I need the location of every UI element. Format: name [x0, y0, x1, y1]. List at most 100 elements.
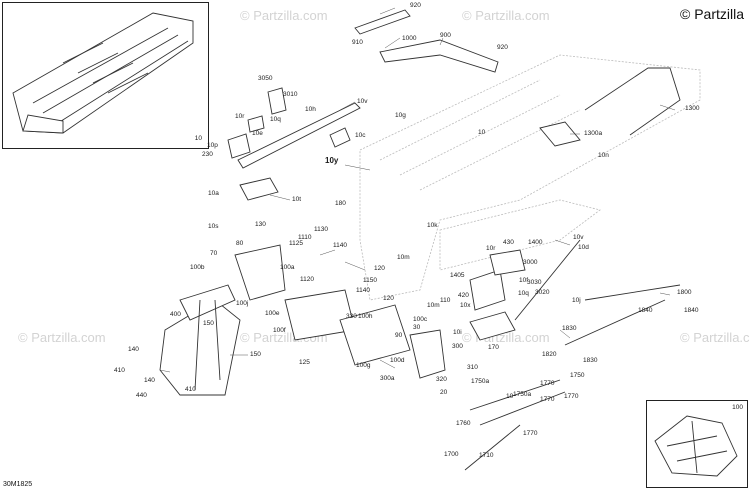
callout-label: 3050: [258, 75, 273, 82]
callout-label: 1830: [583, 357, 598, 364]
callout-label: 140: [144, 377, 155, 384]
callout-label: 410: [185, 386, 196, 393]
callout-label: 10: [478, 129, 486, 136]
callout-label: 1770: [523, 430, 538, 437]
callout-label: 3010: [283, 91, 298, 98]
inset-front-frame: 100: [646, 400, 748, 488]
bracket-1300a: [539, 121, 581, 147]
brand-label: © Partzilla: [680, 6, 744, 22]
callout-label: 100j: [236, 300, 249, 307]
rail-1840: [584, 284, 681, 301]
rail-1750: [469, 379, 561, 411]
callout-label: 110: [440, 297, 451, 304]
callout-label: 1770: [540, 396, 555, 403]
callout-label: 10y: [325, 156, 339, 165]
watermark: © Partzilla.com: [462, 8, 550, 23]
callout-label: 310: [467, 364, 478, 371]
callout-label: 180: [335, 200, 346, 207]
callout-label: 230: [202, 151, 213, 158]
callout-label: 1400: [528, 239, 543, 246]
callout-label: 10m: [427, 302, 440, 309]
callout-label: 430: [503, 239, 514, 246]
callout-label: 900: [440, 32, 451, 39]
bracket-420: [469, 269, 506, 311]
inset-tunnel-assembly: 10: [2, 2, 209, 149]
callout-label: 1750: [570, 372, 585, 379]
callout-label: 10: [506, 393, 514, 400]
callout-label: 10t: [292, 196, 302, 203]
callout-label: 1840: [638, 307, 653, 314]
front-frame-assembly: [159, 244, 286, 396]
callout-label: 1300a: [584, 130, 603, 137]
callout-label: 3020: [535, 289, 550, 296]
callout-label: 920: [410, 2, 421, 9]
callout-label: 100e: [265, 310, 280, 317]
callout-label: 10n: [598, 152, 609, 159]
callout-label: 1700: [444, 451, 459, 458]
callout-label: 170: [488, 344, 499, 351]
front-frame-drawing: [654, 415, 738, 477]
inset-callout: 10: [194, 134, 202, 142]
callout-label: 100c: [413, 316, 428, 323]
callout-label: 1150: [363, 277, 377, 284]
callout-label: 10s: [208, 223, 219, 230]
callout-label: 920: [497, 44, 508, 51]
callout-label: 1140: [356, 287, 370, 294]
callout-label: 125: [299, 359, 310, 366]
inset-callout: 100: [732, 404, 743, 411]
callout-label: 10q: [518, 290, 529, 297]
callout-label: 90: [395, 332, 403, 339]
watermark: © Partzilla.com: [680, 330, 750, 345]
callout-label: 70: [210, 250, 218, 257]
callout-label: 1750a: [513, 391, 532, 398]
bracket-10c: [329, 127, 351, 148]
callout-label: 1830: [562, 325, 577, 332]
callout-label: 10m: [397, 254, 410, 261]
callout-label: 10k: [427, 222, 438, 229]
callout-label: 10d: [578, 244, 589, 251]
callout-label: 440: [136, 392, 147, 399]
runner-1700: [464, 424, 521, 471]
callout-label: 10a: [208, 190, 219, 197]
callout-label: 140: [128, 346, 139, 353]
rail-10j: [514, 239, 581, 321]
callout-label: 1760: [456, 420, 471, 427]
callout-label: 100f: [273, 327, 286, 334]
callout-label: 420: [458, 292, 469, 299]
callout-label: 1140: [333, 242, 347, 249]
callout-label: 120: [374, 265, 385, 272]
upper-rail-parts: [354, 9, 499, 73]
callout-label: 100g: [356, 362, 371, 369]
callout-label: 100a: [280, 264, 295, 271]
callout-label: 10c: [355, 132, 366, 139]
callout-label: 410: [114, 367, 125, 374]
rail-1830: [564, 299, 666, 346]
callout-label: 10e: [252, 130, 263, 137]
callout-label: 10v: [357, 98, 368, 105]
bracket-10q: [489, 249, 526, 276]
bracket-10a: [239, 177, 279, 201]
callout-label: 10j: [572, 297, 581, 304]
callout-label: 1840: [684, 307, 699, 314]
callout-label: 1130: [314, 226, 328, 233]
callout-label: 10i: [453, 329, 462, 336]
bumper-1300: [584, 67, 681, 136]
callout-label: 30: [413, 324, 421, 331]
watermark: © Partzilla.com: [18, 330, 106, 345]
callout-label: 330: [346, 313, 357, 320]
callout-label: 1770: [564, 393, 579, 400]
watermark: © Partzilla.com: [240, 8, 328, 23]
callout-label: 1405: [450, 272, 465, 279]
clip-3050: [267, 87, 287, 115]
bracket-300: [409, 329, 446, 379]
callout-label: 1770: [540, 380, 555, 387]
callout-label: 150: [250, 351, 261, 358]
callout-label: 10q: [270, 116, 281, 123]
callout-label: 20: [440, 389, 448, 396]
callout-label: 1125: [289, 240, 303, 247]
callout-label: 10h: [305, 106, 316, 113]
callout-label: 10r: [235, 113, 245, 120]
tunnel-assembly-drawing: [12, 12, 194, 134]
callout-label: 10g: [395, 112, 406, 119]
